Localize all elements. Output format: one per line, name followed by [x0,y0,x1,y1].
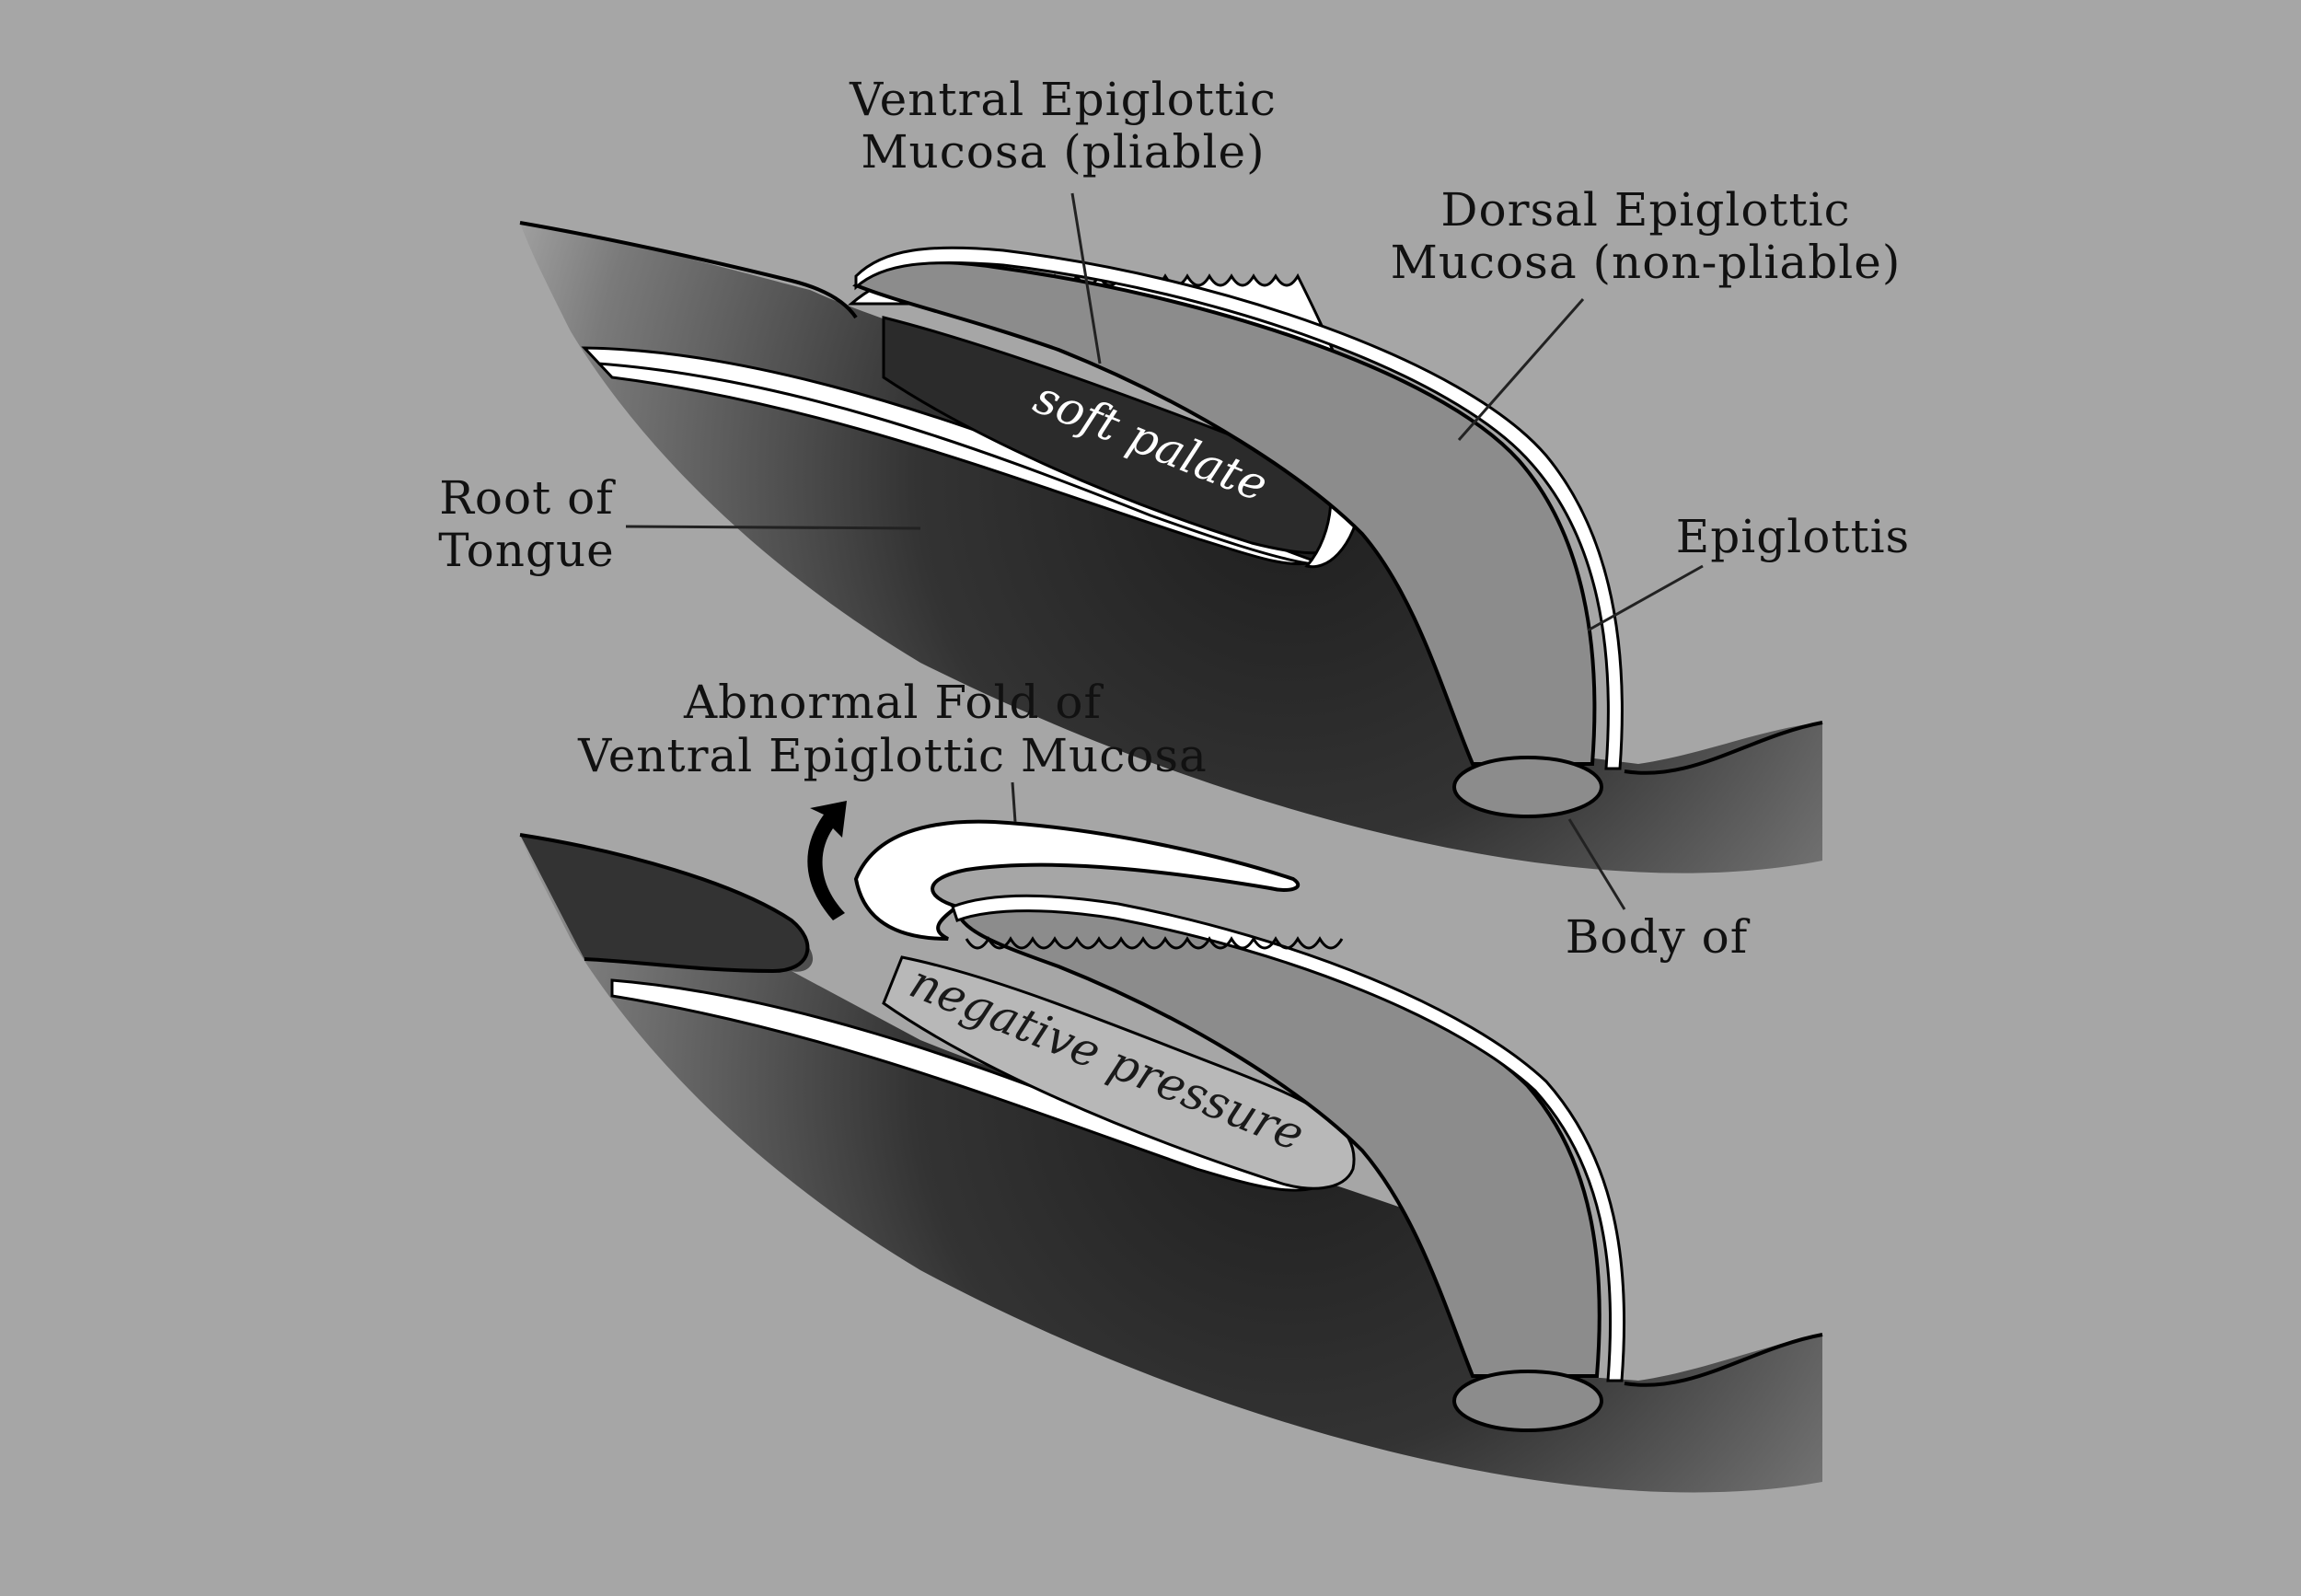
leader-body [1567,818,1626,910]
leader-abnormal [1011,781,1017,823]
leader-ventral [1070,192,1102,364]
leader-lines [625,192,1704,910]
top-tongue-outline [519,221,858,319]
top-epiglottis-cartilage [852,260,1597,766]
top-panel [519,221,1823,873]
leader-epiglottis [1587,564,1704,632]
label-ventral-line2: Mucosa (pliable) [861,125,1265,179]
label-body-of: Body of [1566,910,1751,964]
bottom-ventral-mucosa-wave [965,936,1344,950]
bottom-negative-pressure-space [882,955,1356,1190]
bottom-posterior-wall [1624,1333,1823,1387]
leader-dorsal [1457,298,1585,441]
fold-arrow-icon [807,801,847,920]
top-soft-palate-inner-line [597,362,1308,565]
label-dorsal-line2: Mucosa (non-pliable) [1391,236,1902,289]
top-posterior-wall [1624,721,1823,775]
top-body-of-hyoid [1452,756,1603,818]
label-dorsal-line1: Dorsal Epiglottic [1440,183,1850,237]
top-dorsal-mucosa [854,246,1624,770]
label-root-line2: Tongue [438,524,615,577]
label-abnormal-line2: Ventral Epiglottic Mucosa [577,729,1208,782]
bottom-panel [519,801,1823,1493]
bottom-dorsal-mucosa [951,894,1626,1382]
bottom-body-of-hyoid [1452,1370,1603,1432]
label-epiglottis: Epiglottis [1676,510,1910,563]
bottom-abnormal-fold [853,819,1301,941]
label-ventral-line1: Ventral Epiglottic [849,73,1277,126]
label-abnormal-line1: Abnormal Fold of [683,676,1104,729]
leader-root [625,525,921,530]
label-root-line1: Root of [439,471,616,525]
bottom-tongue-outline [519,833,810,974]
